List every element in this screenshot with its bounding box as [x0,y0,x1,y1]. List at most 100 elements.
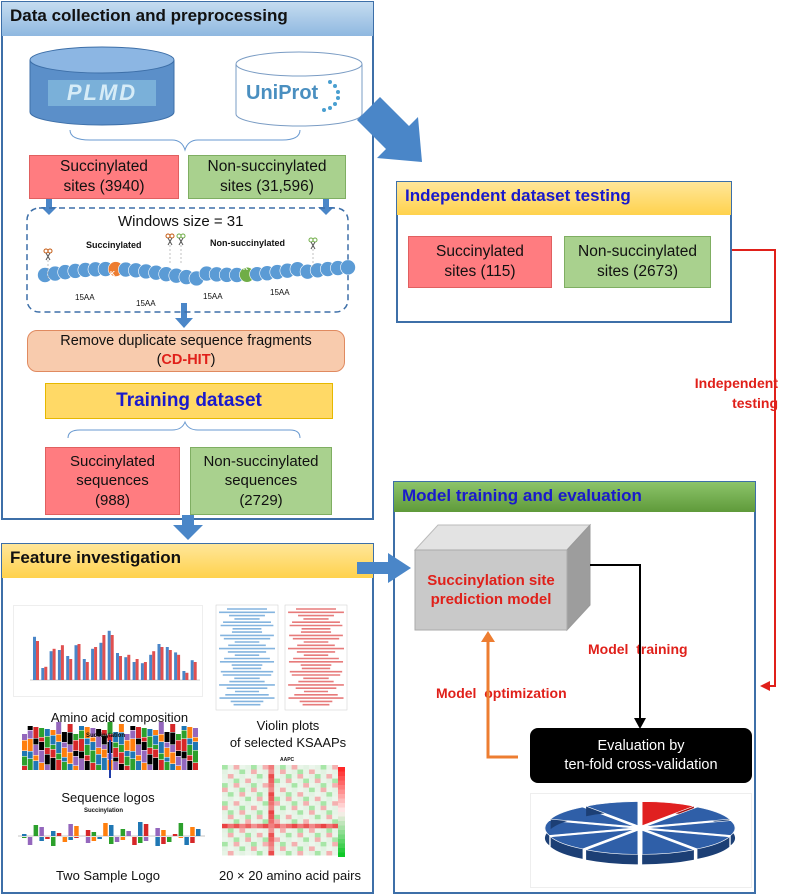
logo-glyph [73,766,79,770]
heatmap-cell [227,832,234,838]
logo-glyph [136,738,141,745]
heatmap-cell [309,850,315,856]
heatmap-cell [309,805,315,811]
logo-glyph [113,748,119,757]
logo-glyph [147,765,153,770]
heatmap-cell [297,796,304,802]
heatmap-cell [251,846,257,851]
logo-glyph [164,742,170,748]
logo-glyph [193,737,198,742]
heatmap-cell [239,819,246,824]
heatmap-title: AAPC [280,757,295,763]
aac-bar [110,635,114,680]
heatmap-cell [280,801,286,806]
heatmap-cell [303,792,309,797]
heatmap-cell [233,787,240,793]
aac-bar [119,656,122,680]
logo-glyph [56,760,62,770]
logo-glyph [91,837,97,841]
remove-duplicates-box: Remove duplicate sequence fragments(CD-H… [27,330,345,372]
logo-glyph [118,732,124,745]
model-optimization-arrow [486,640,518,759]
heatmap-cell [320,846,327,851]
logo-glyph [153,730,159,735]
aac-bar [94,647,98,680]
heatmap-cell [274,850,280,856]
aa-pairs-caption: 20 × 20 amino acid pairs [218,868,361,883]
heatmap-cell [245,796,251,802]
two-sample-caption: Two Sample Logo [55,868,161,883]
pie-slice [585,829,639,855]
heatmap-cell [332,828,338,833]
heatmap-cell [309,778,315,784]
heatmap-cell [256,801,263,806]
heatmap-cell [245,846,251,851]
logo-glyph [27,837,33,845]
heatmap-cell [262,841,269,847]
logo-glyph [130,739,136,751]
heatmap-cell [262,774,269,779]
logo-glyph [193,763,198,770]
logo-glyph [155,837,160,846]
logo-glyph [147,748,153,754]
logo-glyph [181,759,187,770]
heatmap-cell [285,823,292,829]
window-size-label: Windows size = 31 [118,213,244,230]
heatmap-cell [268,796,275,802]
heatmap-cell [227,765,234,770]
logo-glyph [22,751,27,756]
heatmap-cell [268,783,275,788]
heatmap-cell [332,774,338,779]
aac-bar [91,648,95,680]
heatmap-cell [233,837,240,842]
logo-glyph [101,749,107,758]
heatmap-cell [280,823,286,829]
heatmap-cell [320,774,327,779]
heatmap-cell [297,841,304,847]
heatmap-cell [262,801,269,806]
logo-glyph [172,834,178,836]
pie-slice [645,829,731,850]
logo-glyph [67,732,73,745]
heatmap-cell [291,814,298,820]
heatmap-cell [297,774,304,779]
logo-glyph [193,750,198,763]
model-training-label: Model training [588,641,688,657]
heatmap-cell [303,769,309,775]
heatmap-cell [227,778,234,784]
heatmap-cell [280,792,286,797]
aac-bar [152,651,156,680]
heatmap-cell [280,810,286,815]
heatmap-cell [314,805,321,811]
logo-glyph [130,726,136,730]
heatmap-cell [326,778,333,784]
heatmap-cell [326,787,333,793]
heatmap-cell [309,823,315,829]
heatmap-cell [314,828,321,833]
heatmap-cell [309,846,315,851]
logo-glyph [79,739,84,751]
heatmap-cell [256,765,263,770]
aac-bar [107,630,111,680]
heatmap-cell [256,814,263,820]
heatmap-cell [297,765,304,770]
heatmap-cell [314,792,321,797]
logo-glyph [51,831,56,836]
heatmap-cell [320,787,327,793]
heatmap-cell [309,837,315,842]
aac-bar [44,666,48,680]
aac-bar [33,636,36,680]
logo-glyph [33,745,39,755]
heatmap-cell [268,837,275,842]
heatmap-cell [227,805,234,811]
heatmap-cell [326,792,333,797]
heatmap-cell [233,765,240,770]
logo-glyph [178,837,184,838]
heatmap-cell [262,850,269,856]
heatmap-cell [233,810,240,815]
heatmap-cell [274,778,280,784]
logo-glyph [167,837,172,842]
